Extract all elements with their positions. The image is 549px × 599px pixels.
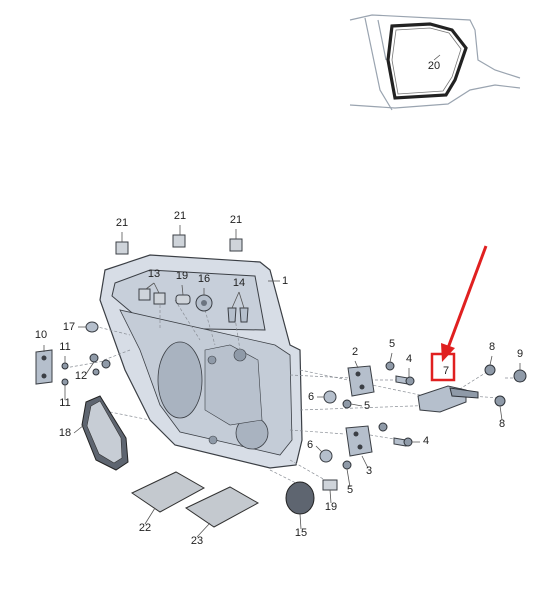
callout-c21b: 21 [174,210,186,222]
trim-clips [138,288,249,323]
highlight-arrow-shaft [446,245,488,349]
callout-c5c: 5 [347,484,353,496]
callout-c19a: 19 [176,270,188,282]
hinge-bolts [319,361,415,491]
striker-part-10 [35,349,111,386]
adhesive-pads-21 [115,234,243,255]
callout-c21a: 21 [116,217,128,229]
callout-c6b: 6 [307,439,313,451]
door-check-part-7 [417,364,527,413]
callout-c21c: 21 [230,214,242,226]
callout-c23: 23 [191,535,203,547]
callout-c8b: 8 [499,418,505,430]
callout-c1: 1 [282,275,288,287]
callout-c4a: 4 [406,353,412,365]
callout-c13: 13 [148,268,160,280]
callout-c2: 2 [352,346,358,358]
highlight-annotation [430,245,488,382]
callout-c14: 14 [233,277,245,289]
callout-c12: 12 [75,370,87,382]
stop-pad-part-17 [85,321,99,333]
callout-c5b: 5 [364,400,370,412]
callout-c20: 20 [428,60,440,72]
hinge-upper-part-2 [347,365,375,397]
callout-c22: 22 [139,522,151,534]
grommet-part-15 [285,481,315,515]
callout-c11a: 11 [59,341,70,353]
leader-lines [43,54,521,538]
door-seal-part-20 [386,22,468,100]
callout-c19b: 19 [325,501,337,513]
callout-c6a: 6 [308,391,314,403]
callout-c15: 15 [295,527,307,539]
callout-c18: 18 [59,427,71,439]
callout-c11b: 11 [59,397,70,409]
callout-c17: 17 [63,321,75,333]
inset-body-seal [349,14,521,111]
door-shell-part-1 [99,254,303,469]
callout-c7: 7 [443,365,449,377]
hinge-lower-part-3 [345,425,373,457]
callout-c9: 9 [517,348,523,360]
callout-c4b: 4 [423,435,429,447]
callout-c8a: 8 [489,341,495,353]
damping-mats [130,471,260,528]
highlight-arrow-head [441,343,455,362]
callout-c16: 16 [198,273,210,285]
callout-c10: 10 [35,329,47,341]
insulation-sheet-part-18 [81,395,129,471]
callout-c5a: 5 [389,338,395,350]
callout-c3: 3 [366,465,372,477]
